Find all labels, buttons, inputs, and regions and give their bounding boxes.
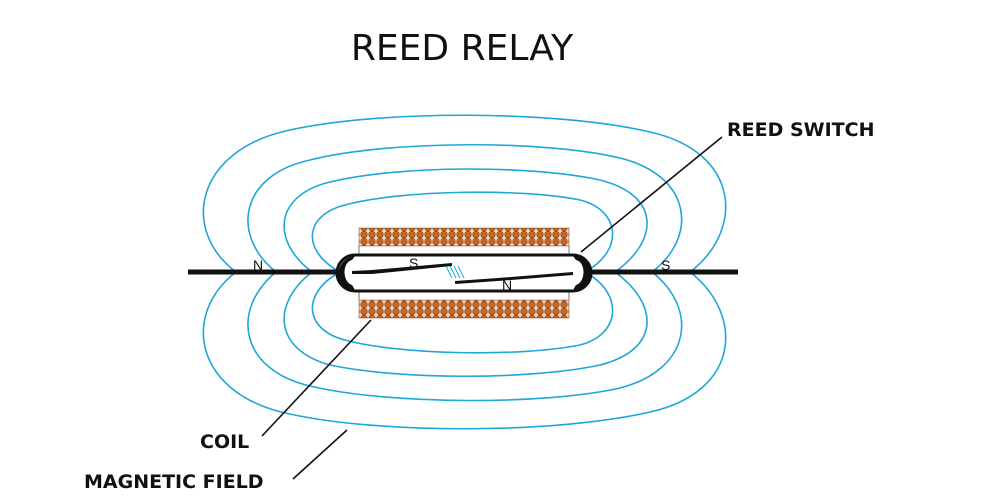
field-line-4-bottom xyxy=(202,271,727,430)
magnetic-field-leader-line xyxy=(292,429,348,480)
diagram-title: REED RELAY xyxy=(351,28,574,69)
coil-bottom-winding xyxy=(358,299,570,319)
magnetic-field-lines xyxy=(202,114,727,430)
left-reed-blade xyxy=(352,263,452,274)
coil-top-winding xyxy=(358,227,570,247)
field-line-3-bottom xyxy=(247,271,683,402)
coil-leader-line xyxy=(261,319,372,437)
right-end-seal xyxy=(573,256,591,290)
contact-gap-hatching xyxy=(445,265,465,279)
right-reed-blade xyxy=(455,272,573,284)
pole-label-right-lead: S xyxy=(661,257,670,273)
left-end-seal xyxy=(338,256,355,290)
pole-label-left-reed: S xyxy=(409,255,418,271)
reed-switch-glass-envelope xyxy=(335,253,593,293)
field-line-3-top xyxy=(247,143,683,273)
field-line-4-top xyxy=(202,114,727,273)
field-line-2-top xyxy=(283,168,648,273)
reed-switch-leader-line xyxy=(580,136,723,253)
pole-label-left-lead: N xyxy=(253,257,263,273)
field-line-1-bottom xyxy=(311,271,614,354)
coil-label: COIL xyxy=(200,431,249,453)
field-line-2-bottom xyxy=(283,271,648,378)
pole-label-right-reed: N xyxy=(502,277,512,293)
magnetic-field-label: MAGNETIC FIELD xyxy=(84,471,264,493)
reed-switch-label: REED SWITCH xyxy=(727,119,875,141)
